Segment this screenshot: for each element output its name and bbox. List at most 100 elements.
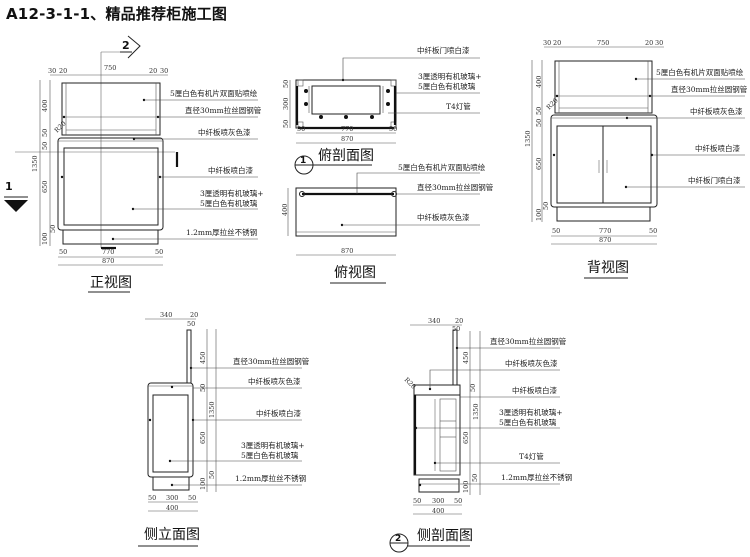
dim-label: 50 bbox=[471, 474, 479, 482]
dim-label: 50 bbox=[552, 227, 560, 235]
dim-label: 340 bbox=[428, 317, 440, 325]
dim-label: 50 bbox=[535, 119, 543, 127]
section-mark-2: 2 bbox=[395, 534, 401, 544]
dim-label: 30 bbox=[655, 39, 663, 47]
dim-label: 300 bbox=[432, 497, 444, 505]
dim-label: 1350 bbox=[31, 155, 39, 172]
dim-label: 400 bbox=[535, 76, 543, 88]
dim-label: R20 bbox=[53, 119, 68, 134]
view-title: 俯剖面图 bbox=[318, 148, 374, 164]
dim-label: 50 bbox=[649, 227, 657, 235]
note-label: 中纤板门喷白漆 bbox=[417, 45, 470, 55]
note-label: 直径30mm拉丝圆钢管 bbox=[185, 105, 262, 115]
dim-label: 50 bbox=[41, 142, 49, 150]
dim-label: 20 bbox=[553, 39, 561, 47]
dim-label: 50 bbox=[155, 248, 163, 256]
section-arrow-icon bbox=[127, 35, 141, 59]
dim-label: R20 bbox=[545, 96, 560, 111]
dim-label: 1350 bbox=[524, 130, 532, 147]
note-label: 中纤板喷灰色漆 bbox=[248, 376, 301, 386]
note-label: 5厘白色有机片双面贴喷绘 bbox=[656, 67, 744, 77]
dim-label: 50 bbox=[542, 202, 550, 210]
dim-label: 870 bbox=[341, 247, 353, 255]
note-label: 中纤板喷灰色漆 bbox=[505, 358, 558, 368]
dim-label: 450 bbox=[199, 352, 207, 364]
dim-label: 50 bbox=[535, 107, 543, 115]
dim-label: 100 bbox=[535, 209, 543, 221]
section-mark-1: 1 bbox=[300, 156, 306, 166]
note-label: 中纤板门喷白漆 bbox=[688, 175, 741, 185]
dim-label: 50 bbox=[452, 325, 460, 333]
note-label: 1.2mm厚拉丝不锈钢 bbox=[235, 473, 306, 483]
dim-label: 50 bbox=[49, 225, 57, 233]
dim-label: 30 bbox=[48, 67, 56, 75]
dim-label: 50 bbox=[282, 120, 290, 128]
note-label: 5厘白色有机片双面贴喷绘 bbox=[398, 162, 486, 172]
side-elevation-view: 340 20 50 450 50 1350 650 50 100 50 300 … bbox=[138, 311, 310, 547]
dim-label: 870 bbox=[599, 236, 611, 244]
dim-label: 650 bbox=[199, 432, 207, 444]
dim-label: 340 bbox=[160, 311, 172, 319]
note-label: 5厘白色有机玻璃 bbox=[499, 417, 557, 427]
note-label: 中纤板喷灰色漆 bbox=[417, 212, 470, 222]
view-title: 背视图 bbox=[587, 260, 629, 276]
dim-label: 1350 bbox=[472, 403, 480, 420]
note-label: 中纤板喷灰色漆 bbox=[690, 106, 743, 116]
view-title: 侧剖面图 bbox=[417, 528, 473, 544]
section-arrow-icon bbox=[4, 200, 28, 212]
dim-label: 50 bbox=[454, 497, 462, 505]
note-label: 1.2mm厚拉丝不锈钢 bbox=[186, 227, 257, 237]
top-view: 400 870 5厘白色有机片双面贴喷绘 直径30mm拉丝圆钢管 中纤板喷灰色漆… bbox=[281, 162, 494, 284]
back-view: 30 20 750 20 30 400 R20 50 50 1350 650 5… bbox=[524, 39, 748, 279]
dim-label: 50 bbox=[188, 494, 196, 502]
dim-label: 50 bbox=[59, 248, 67, 256]
note-label: 中纤板喷白漆 bbox=[512, 385, 557, 395]
dim-label: 1350 bbox=[208, 401, 216, 418]
note-label: 直径30mm拉丝圆钢管 bbox=[671, 84, 748, 94]
dim-label: 650 bbox=[462, 432, 470, 444]
dim-label: 20 bbox=[59, 67, 67, 75]
dim-label: 30 bbox=[543, 39, 551, 47]
note-label: 5厘白色有机玻璃 bbox=[241, 450, 299, 460]
dim-label: 770 bbox=[102, 248, 114, 256]
dim-label: 100 bbox=[199, 478, 207, 490]
note-label: T4灯管 bbox=[446, 101, 471, 111]
note-label: 3厘透明有机玻璃+ bbox=[418, 71, 482, 81]
dim-label: 50 bbox=[297, 125, 305, 133]
dim-label: 50 bbox=[469, 384, 477, 392]
top-section-view: 50 300 50 50 770 50 870 中纤板门喷白漆 3厘透明有机玻璃… bbox=[282, 45, 482, 175]
view-title: 正视图 bbox=[90, 275, 132, 291]
dim-label: 400 bbox=[41, 100, 49, 112]
view-title: 侧立面图 bbox=[144, 527, 200, 543]
note-label: 5厘白色有机玻璃 bbox=[418, 81, 476, 91]
dim-label: R20 bbox=[403, 376, 418, 391]
dim-label: 770 bbox=[341, 125, 353, 133]
dim-label: 100 bbox=[41, 233, 49, 245]
section-mark-1: 1 bbox=[5, 180, 13, 193]
dim-label: 400 bbox=[281, 204, 289, 216]
drawing-title: A12-3-1-1、精品推荐柜施工图 bbox=[6, 5, 228, 23]
note-label: 3厘透明有机玻璃+ bbox=[499, 407, 563, 417]
dim-label: 50 bbox=[148, 494, 156, 502]
note-label: 3厘透明有机玻璃+ bbox=[200, 188, 264, 198]
dim-label: 870 bbox=[102, 257, 114, 265]
note-label: 5厘白色有机片双面贴喷绘 bbox=[170, 88, 258, 98]
note-label: 直径30mm拉丝圆钢管 bbox=[490, 336, 567, 346]
note-label: 1.2mm厚拉丝不锈钢 bbox=[501, 472, 572, 482]
dim-label: 100 bbox=[462, 481, 470, 493]
t4-lamp-icons bbox=[304, 89, 390, 119]
dim-label: 650 bbox=[41, 181, 49, 193]
dim-label: 50 bbox=[208, 471, 216, 479]
dim-label: 50 bbox=[41, 129, 49, 137]
note-label: 中纤板喷白漆 bbox=[256, 408, 301, 418]
note-label: 中纤板喷灰色漆 bbox=[198, 127, 251, 137]
section-mark-2: 2 bbox=[122, 39, 130, 52]
dim-label: 870 bbox=[341, 135, 353, 143]
note-label: 直径30mm拉丝圆钢管 bbox=[233, 356, 310, 366]
dim-label: 450 bbox=[462, 352, 470, 364]
dim-label: 300 bbox=[282, 98, 290, 110]
dim-label: 20 bbox=[149, 67, 157, 75]
dim-label: 50 bbox=[413, 497, 421, 505]
dim-label: 750 bbox=[597, 39, 609, 47]
